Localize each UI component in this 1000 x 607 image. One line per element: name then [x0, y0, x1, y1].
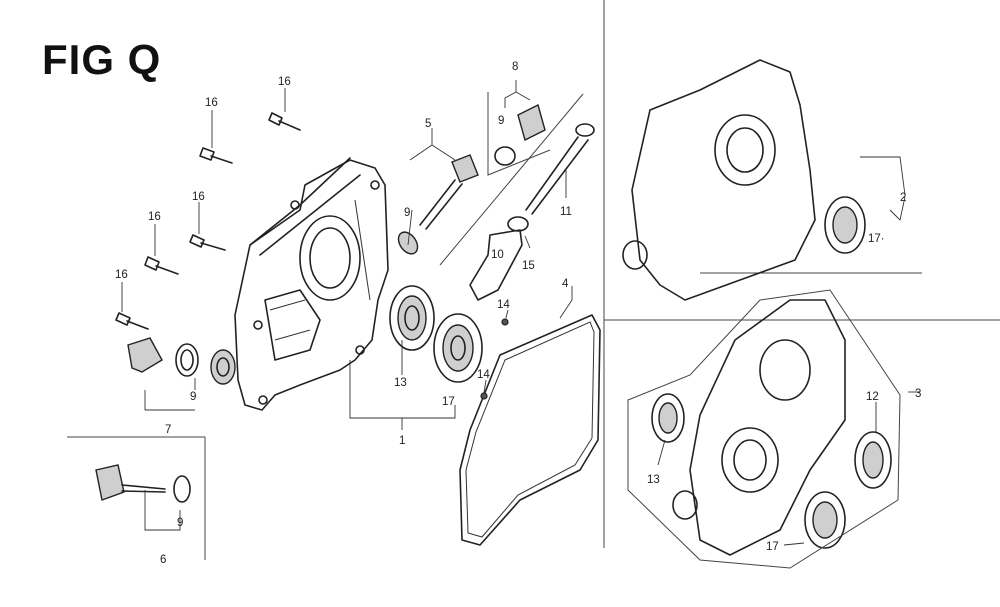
crankcase-2 [622, 59, 866, 301]
crankcase-3 [651, 299, 892, 556]
callout-10: 10 [491, 249, 504, 261]
callout-15: 15 [522, 260, 535, 272]
flange-bolts [115, 112, 301, 330]
cap-assembly-8 [487, 92, 551, 176]
callout-1: 1 [399, 435, 405, 447]
callout-16b: 16 [205, 97, 218, 109]
callout-17c: 17 [766, 541, 779, 553]
callout-14a: 14 [497, 299, 510, 311]
figure-title: FIG Q [42, 36, 162, 83]
dipstick [95, 464, 191, 503]
callout-8: 8 [512, 61, 518, 73]
callout-16e: 16 [115, 269, 128, 281]
bearings-center [389, 285, 483, 383]
breather-pipe [469, 123, 595, 301]
callout-6: 6 [160, 554, 166, 566]
fill-plug-assembly [397, 154, 479, 255]
callout-2: 2 [900, 192, 906, 204]
leader-lines [121, 80, 920, 546]
separator-lines [67, 0, 1000, 560]
crankcase-3-outline [627, 289, 901, 569]
callout-13b: 13 [647, 474, 660, 486]
callout-4: 4 [562, 278, 569, 290]
callout-14b: 14 [477, 369, 490, 381]
callout-13a: 13 [394, 377, 407, 389]
callout-9c: 9 [190, 391, 196, 403]
callout-5: 5 [425, 118, 431, 130]
callouts: 1 2 3 4 5 6 7 8 9 9 9 9 10 11 12 13 13 1… [115, 61, 921, 566]
oil-plug-assembly [127, 337, 236, 385]
callout-17b: 17· [868, 233, 885, 245]
callout-7: 7 [165, 424, 171, 436]
crankcase-cover [234, 157, 389, 411]
callout-16c: 16 [192, 191, 205, 203]
callout-9b: 9 [404, 207, 410, 219]
callout-16d: 16 [148, 211, 161, 223]
callout-9a: 9 [498, 115, 504, 127]
gasket [459, 314, 601, 546]
callout-11: 11 [560, 206, 572, 218]
callout-9d: 9 [177, 517, 183, 529]
callout-16a: 16 [278, 76, 291, 88]
callout-12: 12 [866, 391, 879, 403]
callout-3: 3 [915, 388, 921, 400]
callout-17a: 17 [442, 396, 455, 408]
